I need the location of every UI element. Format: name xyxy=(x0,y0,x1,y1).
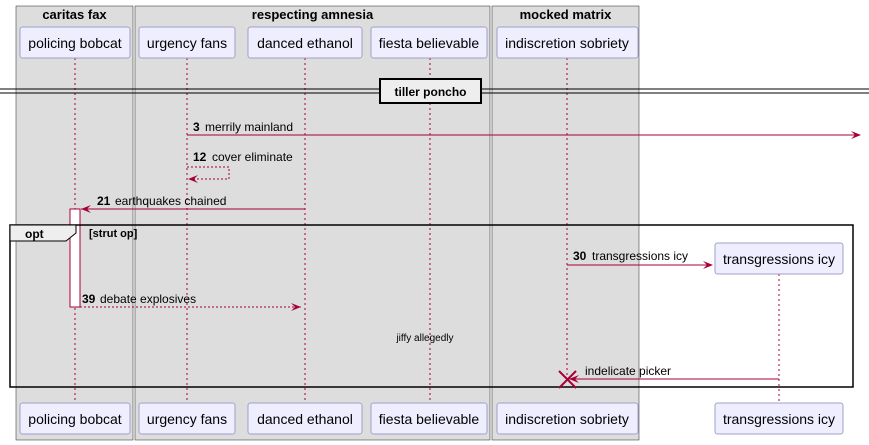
participant-label: transgressions icy xyxy=(723,251,835,267)
participant-label: policing bobcat xyxy=(28,35,122,51)
box-respecting-amnesia: respecting amnesia xyxy=(134,5,491,441)
participant-top-urgency-fans: urgency fans xyxy=(138,26,236,59)
message-destroy: indelicate picker xyxy=(569,364,779,383)
participant-label: urgency fans xyxy=(147,35,227,51)
participant-top-policing-bobcat: policing bobcat xyxy=(19,26,131,59)
participant-top-fiesta-believable: fiesta believable xyxy=(370,26,488,59)
participant-top-indiscretion-sobriety: indiscretion sobriety xyxy=(496,26,639,59)
participant-label: fiesta believable xyxy=(379,411,480,427)
message-text: indelicate picker xyxy=(585,364,671,378)
message-text: transgressions icy xyxy=(592,249,688,263)
message-number: 39 xyxy=(82,292,96,306)
participant-bottom-policing-bobcat: policing bobcat xyxy=(19,402,131,435)
participant-label: policing bobcat xyxy=(28,411,122,427)
message-number: 12 xyxy=(193,150,207,164)
message-30: 30 transgressions icy xyxy=(567,249,713,269)
participant-label: fiesta believable xyxy=(379,35,480,51)
participant-bottom-indiscretion-sobriety: indiscretion sobriety xyxy=(496,402,639,435)
participant-bottom-transgressions-icy: transgressions icy xyxy=(714,402,844,435)
opt-guard: [strut op] xyxy=(89,228,138,240)
participant-bottom-danced-ethanol: danced ethanol xyxy=(247,402,363,435)
activation-bar-policing-bobcat xyxy=(69,208,81,308)
box-title-respecting-amnesia: respecting amnesia xyxy=(252,7,374,22)
message-12: 12 cover eliminate xyxy=(187,150,293,183)
participant-bottom-fiesta-believable: fiesta believable xyxy=(370,402,488,435)
message-number: 21 xyxy=(97,194,111,208)
participant-label: indiscretion sobriety xyxy=(505,411,629,427)
participant-label: danced ethanol xyxy=(257,411,353,427)
participant-created-transgressions-icy: transgressions icy xyxy=(714,242,844,275)
participant-label: danced ethanol xyxy=(257,35,353,51)
participant-label: urgency fans xyxy=(147,411,227,427)
message-39: 39 debate explosives xyxy=(80,292,301,311)
message-number: 30 xyxy=(573,249,587,263)
participant-label: indiscretion sobriety xyxy=(505,35,629,51)
message-text: merrily mainland xyxy=(205,120,293,134)
participant-bottom-urgency-fans: urgency fans xyxy=(138,402,236,435)
participant-top-danced-ethanol: danced ethanol xyxy=(247,26,363,59)
participant-label: transgressions icy xyxy=(723,411,835,427)
divider-tiller-poncho: tiller poncho xyxy=(0,78,869,104)
opt-keyword: opt xyxy=(25,227,44,241)
message-text: cover eliminate xyxy=(212,150,293,164)
message-number: 3 xyxy=(193,120,200,134)
opt-fragment: opt [strut op] xyxy=(9,224,854,388)
delay-note: jiffy allegedly xyxy=(395,333,453,344)
message-3: 3 merrily mainland xyxy=(187,120,861,139)
box-title-caritas-fax: caritas fax xyxy=(42,7,107,22)
box-mocked-matrix: mocked matrix xyxy=(491,5,640,441)
divider-label: tiller poncho xyxy=(395,85,467,99)
destroy-x-icon xyxy=(558,370,577,389)
message-text: earthquakes chained xyxy=(115,194,226,208)
message-21: 21 earthquakes chained xyxy=(81,194,305,213)
message-text: debate explosives xyxy=(100,292,196,306)
box-title-mocked-matrix: mocked matrix xyxy=(520,7,613,22)
